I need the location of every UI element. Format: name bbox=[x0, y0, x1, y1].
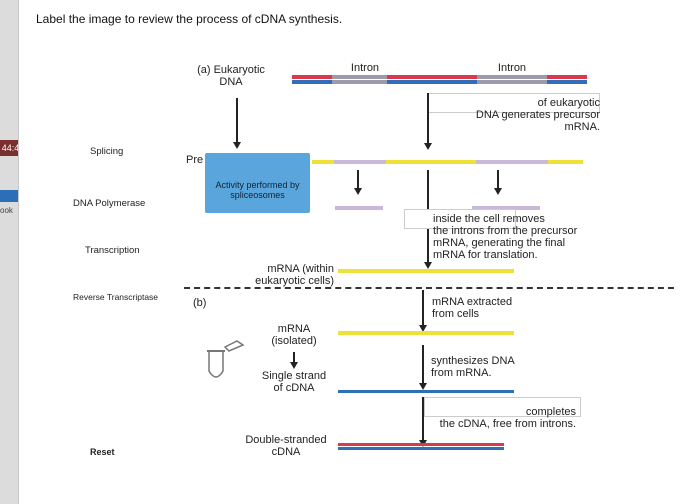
pre-mrna-exon-1 bbox=[312, 160, 334, 164]
spliceosome-box[interactable] bbox=[205, 153, 310, 213]
dna-bottom-exon-1 bbox=[292, 80, 332, 84]
arrow-dna-line bbox=[236, 98, 238, 142]
excised-intron-1 bbox=[335, 206, 383, 210]
dna-top-intron-2 bbox=[477, 75, 547, 79]
spliceosome-text: Activity performed by spliceosomes bbox=[215, 180, 300, 200]
intron1-arrow-line bbox=[357, 170, 359, 188]
step-4-line bbox=[422, 397, 424, 440]
intron1-arrow-head bbox=[354, 188, 362, 195]
drop-zone-4[interactable] bbox=[424, 397, 581, 417]
isolated-arrow-head bbox=[290, 362, 298, 369]
dna-bottom-exon-3 bbox=[547, 80, 587, 84]
step-1-head bbox=[424, 143, 432, 150]
step-3-text: synthesizes DNA from mRNA. bbox=[431, 355, 515, 379]
intron2-arrow-line bbox=[497, 170, 499, 188]
extract-arrow-head bbox=[419, 325, 427, 332]
dna-bottom-intron-1 bbox=[332, 80, 387, 84]
part-b-label: (b) bbox=[193, 297, 207, 309]
drop-zone-2[interactable] bbox=[404, 209, 516, 229]
mrna-isolated-label: mRNA (isolated) bbox=[271, 323, 317, 347]
step-3-head bbox=[419, 383, 427, 390]
pre-mrna-exon-3 bbox=[548, 160, 583, 164]
step-4-text: completes the cDNA, free from introns. bbox=[439, 406, 576, 430]
step-3-line bbox=[422, 345, 424, 383]
test-tube-icon bbox=[207, 340, 245, 378]
single-strand-bar bbox=[338, 390, 514, 393]
pre-mrna-intron-2 bbox=[476, 160, 548, 164]
term-transcription[interactable]: Transcription bbox=[85, 245, 140, 256]
isolated-arrow-line bbox=[293, 352, 295, 362]
ebook-tab[interactable] bbox=[0, 190, 22, 202]
intron-label-2: Intron bbox=[497, 62, 527, 74]
double-strand-top-bar bbox=[338, 443, 504, 446]
question-card bbox=[18, 0, 700, 504]
step-2-text: inside the cell removes the introns from… bbox=[433, 213, 578, 261]
dna-top-exon-3 bbox=[547, 75, 587, 79]
term-reverse-transcriptase[interactable]: Reverse Transcriptase bbox=[73, 292, 159, 302]
term-dna-polymerase[interactable]: DNA Polymerase bbox=[73, 198, 146, 209]
dna-bottom-intron-2 bbox=[477, 80, 547, 84]
mature-mrna-bar bbox=[338, 269, 514, 273]
extract-arrow-line bbox=[422, 290, 424, 325]
section-divider bbox=[184, 287, 674, 289]
double-strand-label: Double-stranded cDNA bbox=[245, 434, 327, 458]
single-strand-label: Single strand of cDNA bbox=[261, 370, 327, 394]
step-1-line bbox=[427, 93, 429, 143]
part-a-label: (a) Eukaryotic DNA bbox=[197, 64, 265, 88]
mrna-extracted-text: mRNA extracted from cells bbox=[432, 296, 513, 320]
instruction: Label the image to review the process of… bbox=[36, 12, 343, 26]
dna-top-exon-2 bbox=[387, 75, 477, 79]
arrow-dna-head bbox=[233, 142, 241, 149]
pre-mrna-exon-2 bbox=[386, 160, 476, 164]
pre-label: Pre bbox=[186, 154, 204, 166]
mrna-within-cells-label: mRNA (within eukaryotic cells) bbox=[255, 263, 334, 287]
double-strand-bottom-bar bbox=[338, 447, 504, 450]
step-1-text: of eukaryotic DNA generates precursor mR… bbox=[475, 97, 600, 133]
isolated-mrna-bar bbox=[338, 331, 514, 335]
excised-intron-2 bbox=[472, 206, 540, 210]
term-splicing[interactable]: Splicing bbox=[90, 146, 124, 157]
intron2-arrow-head bbox=[494, 188, 502, 195]
step-2-head bbox=[424, 262, 432, 269]
intron-label-1: Intron bbox=[350, 62, 380, 74]
dna-top-exon-1 bbox=[292, 75, 332, 79]
pre-mrna-intron-1 bbox=[334, 160, 386, 164]
ebook-label: ook bbox=[0, 206, 13, 215]
reset-button[interactable]: Reset bbox=[90, 447, 115, 457]
dna-bottom-exon-2 bbox=[387, 80, 477, 84]
dna-top-intron-1 bbox=[332, 75, 387, 79]
